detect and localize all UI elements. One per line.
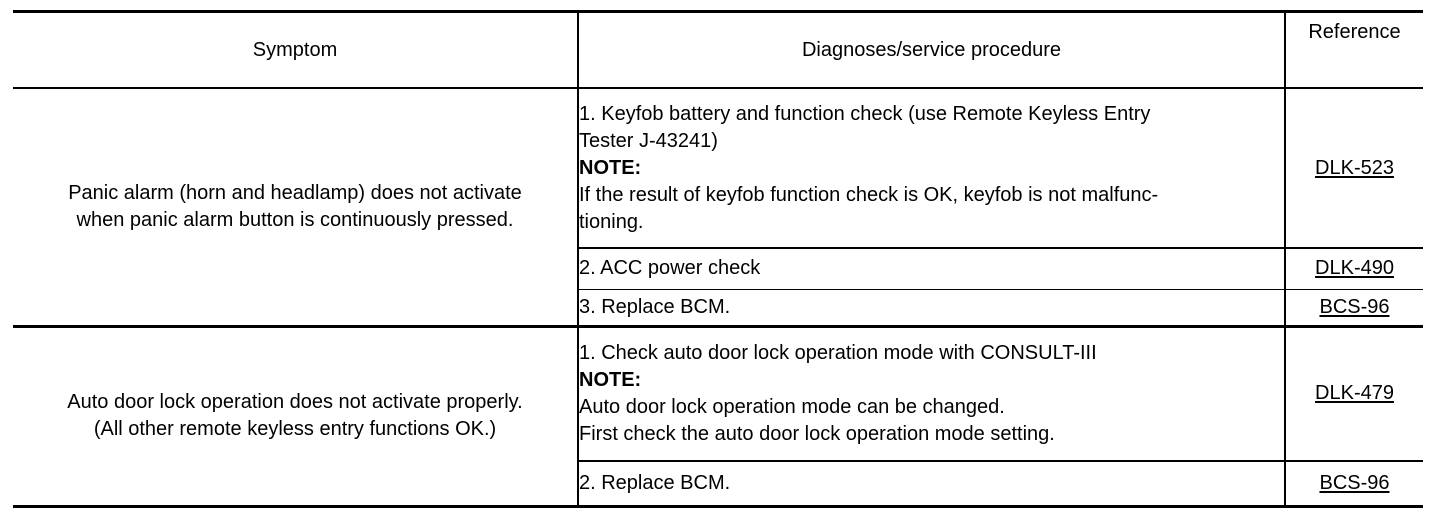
symptom-line: when panic alarm button is continuously …: [76, 208, 514, 231]
procedure-cell-step-2: 2. ACC power check: [578, 248, 1286, 290]
table-row: 2. Replace BCM. BCS-96: [13, 461, 1423, 508]
procedure-line: 3. Replace BCM.: [579, 295, 731, 318]
table-row: 2. ACC power check DLK-490: [13, 248, 1423, 290]
reference-cell-step-2: DLK-490: [1285, 248, 1423, 290]
procedure-cell-step-3: 3. Replace BCM.: [578, 289, 1286, 328]
procedure-cell-step-1b: 1. Check auto door lock operation mode w…: [578, 326, 1286, 462]
symptom-cell-panic-alarm: Panic alarm (horn and headlamp) does not…: [13, 88, 579, 328]
procedure-line: 1. Keyfob battery and function check (us…: [579, 102, 1151, 125]
symptom-cell-auto-door-lock: Auto door lock operation does not activa…: [13, 326, 579, 508]
reference-cell-step-2b: BCS-96: [1285, 461, 1423, 508]
procedure-line: Tester J-43241): [579, 129, 718, 152]
symptom-line: Panic alarm (horn and headlamp) does not…: [68, 181, 522, 204]
procedure-line: Auto door lock operation mode can be cha…: [579, 395, 1005, 418]
procedure-line: 1. Check auto door lock operation mode w…: [579, 341, 1097, 364]
reference-cell-step-3: BCS-96: [1285, 289, 1423, 328]
procedure-line: First check the auto door lock operation…: [579, 422, 1055, 445]
column-header-symptom: Symptom: [13, 10, 579, 89]
procedure-note-label: NOTE:: [579, 156, 642, 179]
reference-cell-step-1b: DLK-479: [1285, 326, 1423, 462]
diagnostic-symptom-table: Symptom Diagnoses/service procedure Refe…: [13, 10, 1423, 508]
procedure-line: 2. ACC power check: [579, 257, 761, 280]
reference-link-bcs-96-b[interactable]: BCS-96: [1319, 471, 1390, 494]
procedure-cell-step-1: 1. Keyfob battery and function check (us…: [578, 88, 1286, 249]
table-header-row: Symptom Diagnoses/service procedure Refe…: [13, 10, 1423, 89]
reference-cell-step-1: DLK-523: [1285, 88, 1423, 249]
procedure-line: tioning.: [579, 210, 644, 233]
table-row: Auto door lock operation does not activa…: [13, 326, 1423, 508]
table-row: 3. Replace BCM. BCS-96: [13, 289, 1423, 328]
procedure-note-label: NOTE:: [579, 368, 642, 391]
reference-link-dlk-479[interactable]: DLK-479: [1315, 382, 1394, 405]
reference-link-bcs-96-a[interactable]: BCS-96: [1319, 295, 1390, 318]
reference-link-dlk-490[interactable]: DLK-490: [1315, 257, 1394, 280]
symptom-line: Auto door lock operation does not activa…: [67, 391, 523, 413]
symptom-line: (All other remote keyless entry function…: [93, 418, 497, 440]
procedure-line: If the result of keyfob function check i…: [579, 183, 1159, 206]
column-header-reference: Reference: [1285, 10, 1423, 89]
procedure-line: 2. Replace BCM.: [579, 471, 731, 494]
reference-link-dlk-523[interactable]: DLK-523: [1315, 156, 1394, 179]
column-header-procedure: Diagnoses/service procedure: [578, 10, 1286, 89]
procedure-cell-step-2b: 2. Replace BCM.: [578, 461, 1286, 508]
table-row: Panic alarm (horn and headlamp) does not…: [13, 88, 1423, 328]
